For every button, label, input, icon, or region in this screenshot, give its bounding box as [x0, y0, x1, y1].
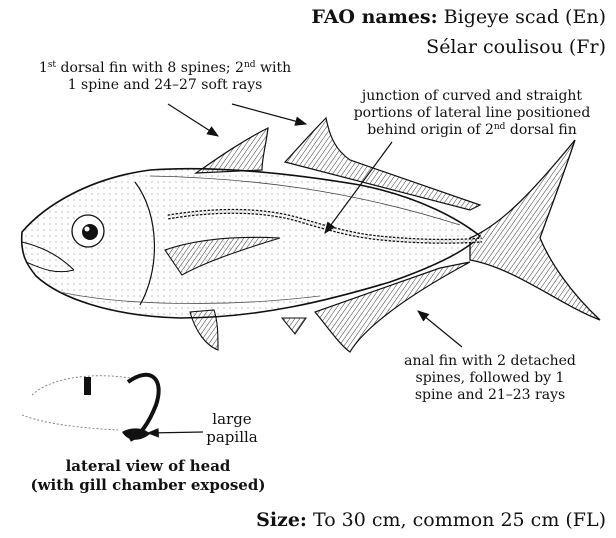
- inset-head-drawing: [22, 375, 159, 440]
- first-dorsal-fin: [196, 128, 268, 173]
- anal-fin-arrow: [418, 311, 462, 347]
- detached-anal-spines: [282, 318, 306, 334]
- papilla-arrow: [148, 432, 203, 433]
- dorsal-arrow-2: [232, 104, 306, 124]
- caudal-fin: [470, 140, 600, 320]
- dorsal-arrow-1: [168, 104, 218, 136]
